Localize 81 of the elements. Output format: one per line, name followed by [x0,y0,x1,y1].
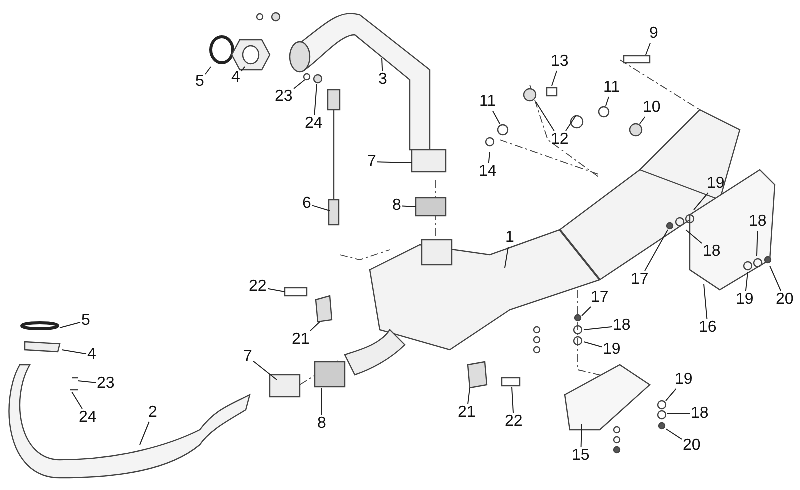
callout-number: 16 [699,319,717,337]
leader-line [382,58,384,72]
callout-number: 21 [292,331,310,349]
leader-line [694,192,709,210]
leader-line [268,288,286,292]
leader-line [294,80,306,90]
leader-line [205,66,212,75]
callout-number: 18 [613,317,631,335]
callout-number: 20 [683,437,701,455]
callout-number: 19 [736,291,754,309]
callout-number: 6 [302,195,312,213]
callout-number: 1 [506,229,514,247]
leader-line [241,66,246,72]
leader-line [704,284,708,320]
leader-line [552,70,558,86]
leader-line [72,392,83,410]
leader-line [253,360,278,380]
callout-number: 8 [392,197,402,215]
leader-line [566,116,576,132]
callout-number: 11 [604,79,620,97]
callout-number: 7 [244,348,252,366]
callout-number: 12 [551,131,569,149]
leader-line [492,110,500,124]
callout-number: 24 [305,115,323,133]
leader-line [770,266,782,292]
callout-number: 19 [603,341,621,359]
callout-number: 23 [275,88,293,106]
leader-line [312,205,330,212]
callout-number: 4 [232,69,240,87]
callout-number: 3 [378,71,388,89]
callout-number: 13 [551,53,569,71]
leader-line [140,422,150,446]
callout-number: 5 [82,312,90,330]
callout-number: 7 [368,153,376,171]
leader-line [62,350,87,355]
leader-line [377,162,412,164]
callout-number: 24 [79,409,97,427]
leader-line [468,388,470,404]
callout-number: 14 [479,163,497,181]
leader-line [584,326,612,330]
callout-number: 4 [88,346,96,364]
callout-number: 8 [318,415,326,433]
callout-number: 20 [776,291,794,309]
leader-line [512,386,514,414]
leader-line [640,116,646,124]
leader-line [580,424,582,448]
callout-number: 22 [505,413,523,431]
leader-line [644,230,668,272]
callout-number: 17 [631,271,649,289]
leader-line [536,102,555,132]
leader-line [756,230,758,256]
callout-number: 15 [572,447,590,465]
callout-number: 18 [703,243,721,261]
callout-number: 23 [97,375,115,393]
callout-number: 11 [480,93,496,111]
callout-number: 9 [650,25,658,43]
callout-number: 21 [458,404,476,422]
leader-line [314,84,318,116]
callout-number: 19 [675,371,693,389]
callout-number: 19 [707,175,725,193]
leader-line [584,342,602,348]
callout-number: 18 [691,405,709,423]
leader-line [78,380,96,384]
leader-line [666,428,682,440]
leader-line [745,272,748,292]
callout-number: 22 [249,278,267,296]
leader-line [606,96,610,106]
leader-line [402,206,416,208]
callout-number: 18 [749,213,767,231]
leader-line [582,306,592,316]
callout-number: 17 [591,289,609,307]
leader-line [488,152,490,164]
leader-line [504,246,509,268]
callout-number: 10 [643,99,661,117]
callout-number: 2 [148,404,158,422]
leader-line [686,230,702,244]
leader-line [310,322,320,332]
leader-line [60,322,81,328]
callout-number: 5 [196,73,204,91]
leader-line [666,388,677,402]
leader-line [646,42,652,56]
